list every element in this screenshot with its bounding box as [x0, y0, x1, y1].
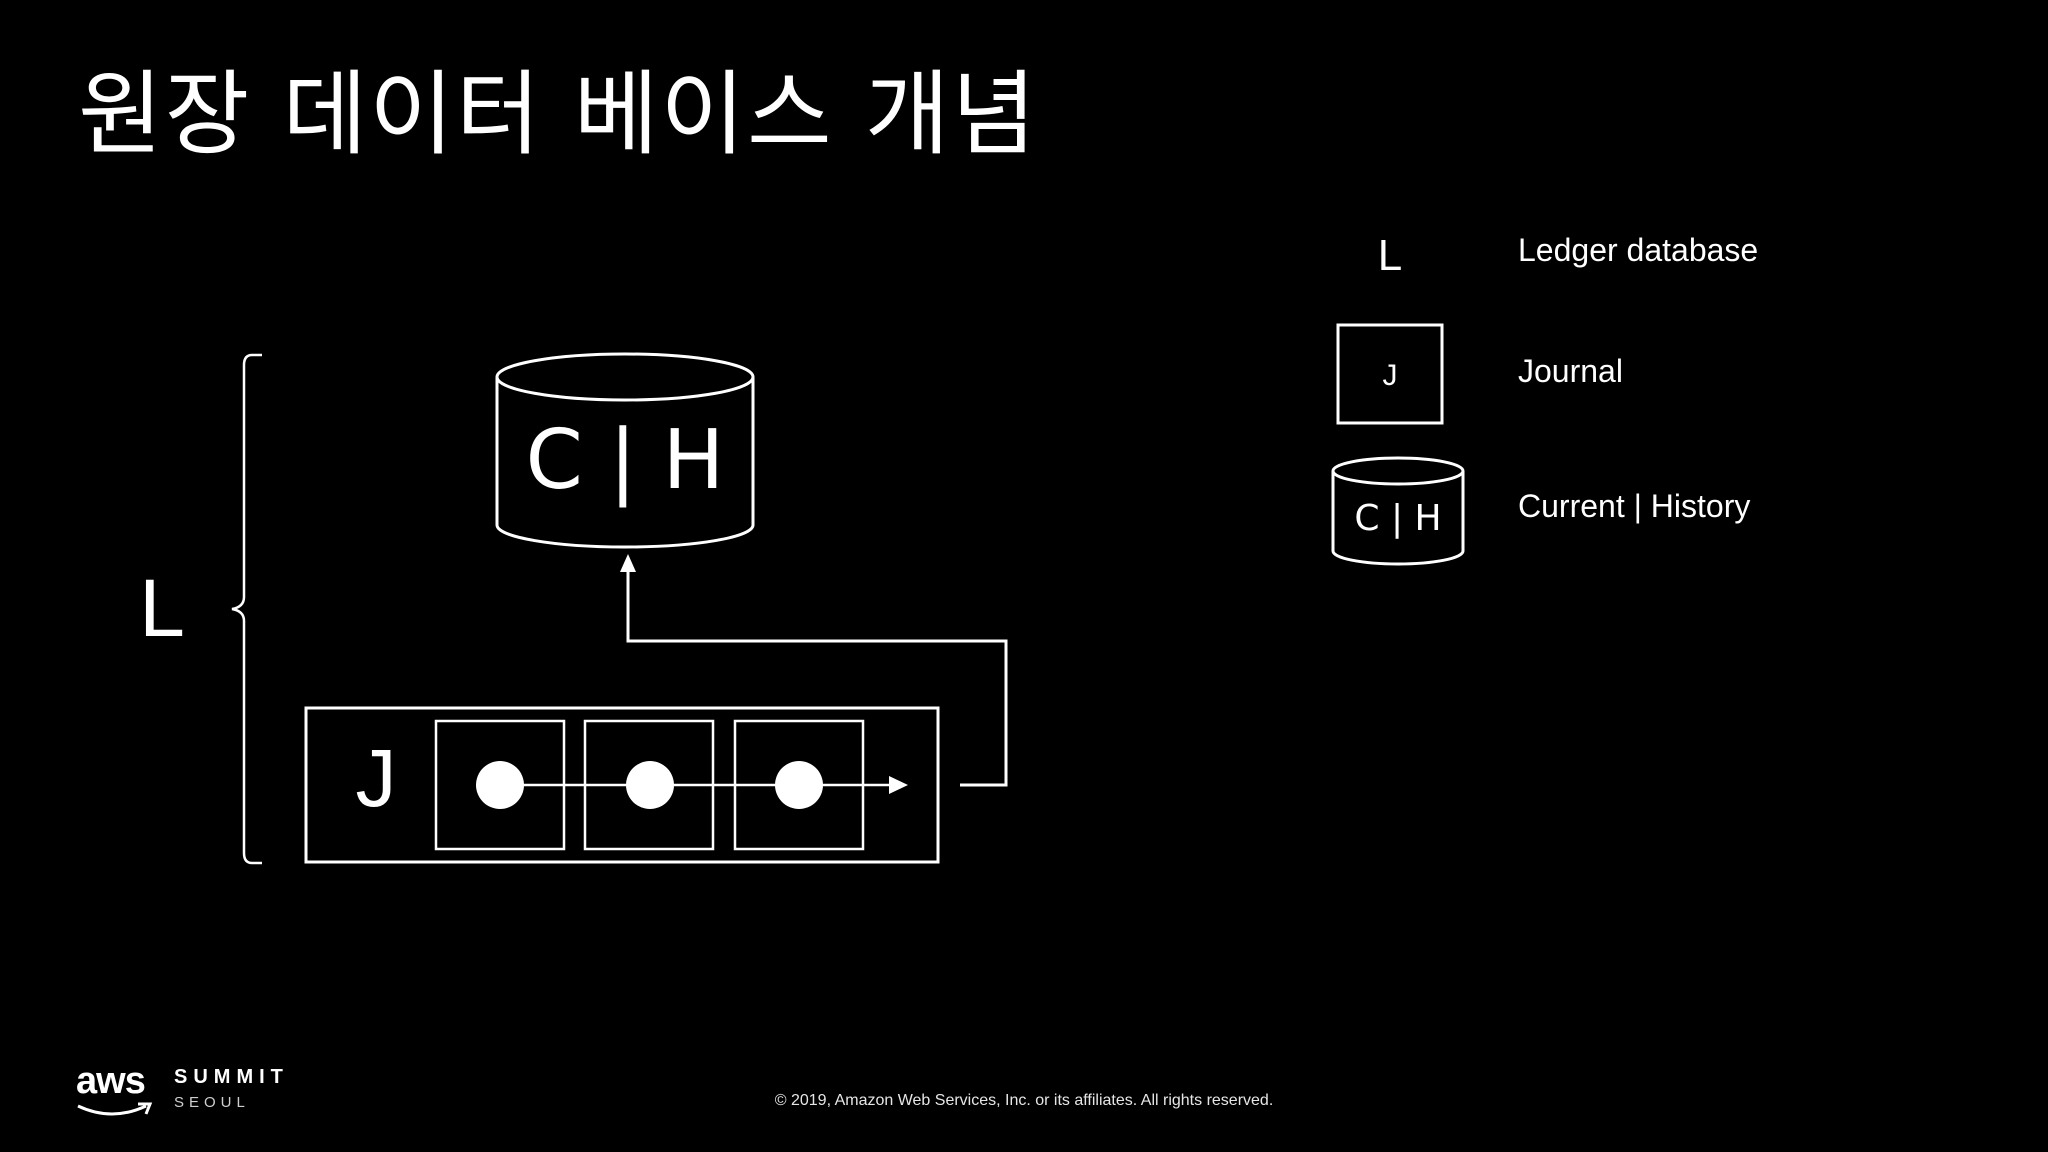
slide-title: 원장 데이터 베이스 개념	[78, 61, 1039, 168]
logo-city: SEOUL	[174, 1094, 250, 1111]
legend-label-journal: Journal	[1518, 353, 1623, 389]
copyright-notice: © 2019, Amazon Web Services, Inc. or its…	[774, 1092, 1274, 1109]
legend-journal-symbol: J	[1383, 359, 1398, 392]
legend-label-current-history: Current | History	[1518, 488, 1751, 524]
aws-smile-icon	[77, 1102, 153, 1116]
journal-dot	[626, 761, 674, 809]
ledger-label: L	[139, 563, 185, 654]
legend-cylinder-icon: C | H	[1331, 456, 1465, 566]
journal-block: J	[304, 706, 940, 864]
logo-event: SUMMIT	[174, 1066, 289, 1088]
sequence-arrowhead	[889, 776, 908, 794]
journal-dot	[476, 761, 524, 809]
aws-summit-logo: aws SUMMIT SEOUL	[74, 1060, 304, 1120]
journal-label: J	[356, 733, 397, 824]
legend-letter-l-icon: L	[1378, 231, 1402, 280]
cylinder-label: C | H	[526, 413, 725, 508]
ledger-brace	[231, 353, 262, 865]
journal-dot	[775, 761, 823, 809]
commit-arrow	[620, 554, 1008, 787]
legend-cylinder-symbol: C | H	[1354, 498, 1441, 539]
current-history-cylinder: C | H	[495, 352, 755, 549]
legend-label-ledger: Ledger database	[1518, 232, 1759, 268]
legend-square-box-icon: J	[1336, 323, 1444, 425]
logo-brand: aws	[76, 1060, 146, 1102]
